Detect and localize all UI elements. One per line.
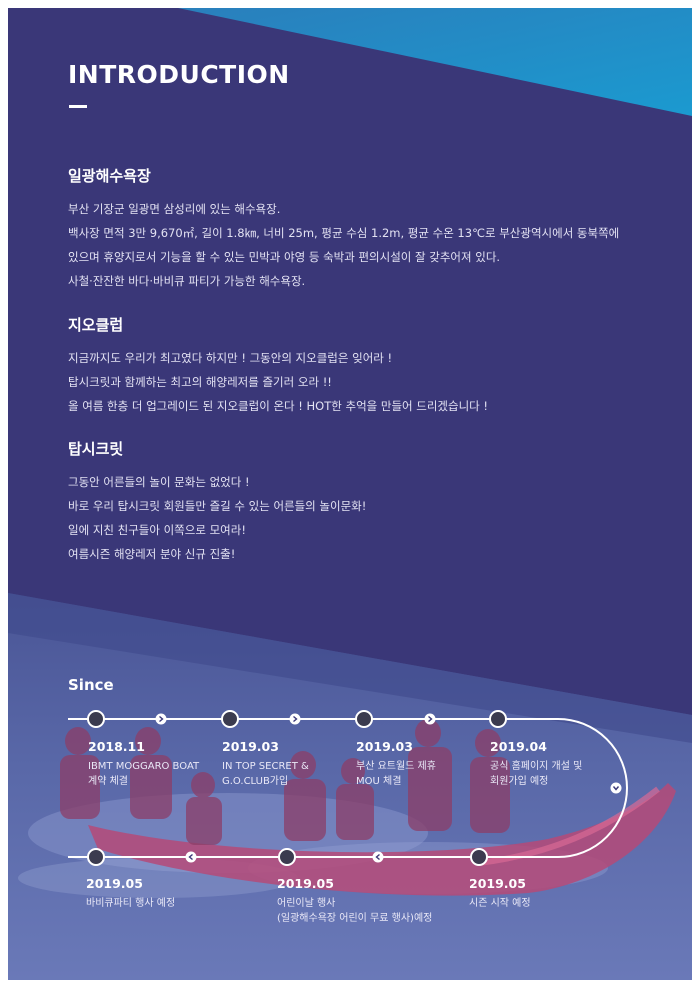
chevron-left-icon [185,851,197,863]
page-title: INTRODUCTION [68,60,290,89]
chevron-left-icon [372,851,384,863]
chevron-down-icon [610,782,622,794]
timeline-track [68,710,628,866]
event-date: 2019.05 [86,876,143,891]
timeline-event: 2019.05 시즌 시작 예정 [469,876,609,911]
timeline-label: Since [68,676,114,694]
timeline-event: 2019.05 바비큐파티 행사 예정 [86,876,226,911]
event-date: 2019.05 [469,876,526,891]
event-desc: IBMT MOGGARO BOAT [88,761,200,772]
event-desc: 공식 홈페이지 개설 및 [490,761,583,772]
section-line: 사철·잔잔한 바다·바비큐 파티가 가능한 해수욕장. [68,274,306,288]
timeline-dot [87,848,105,866]
section-line: 있으며 휴양지로서 기능을 할 수 있는 민박과 야영 등 숙박과 편의시설이 … [68,250,501,264]
timeline-dot [278,848,296,866]
section-line: 지금까지도 우리가 최고였다 하지만 ! 그동안의 지오클럽은 잊어라 ! [68,351,393,365]
event-desc: IN TOP SECRET & [222,761,309,772]
section-line: 올 여름 한층 더 업그레이드 된 지오클럽이 온다 ! HOT한 추억을 만들… [68,399,489,413]
timeline-event: 2018.11 IBMT MOGGARO BOAT 계약 체결 [88,739,228,789]
event-desc: 계약 체결 [88,776,128,787]
event-desc: G.O.CLUB가입 [222,776,289,787]
section-line: 백사장 면적 3만 9,670㎡, 길이 1.8㎞, 너비 25m, 평균 수심… [68,226,620,240]
section-line: 일에 지친 친구들아 이쪽으로 모여라! [68,523,246,537]
section-top-secret: 탑시크릿 그동안 어른들의 놀이 문화는 없었다 ! 바로 우리 탑시크릿 회원… [68,438,668,566]
timeline-dot [355,710,373,728]
event-date: 2019.03 [222,739,279,754]
chevron-right-icon [289,713,301,725]
event-desc: 부산 요트월드 제휴 [356,761,436,772]
timeline-dot [489,710,507,728]
section-heading: 지오클럽 [68,316,124,334]
event-desc: 어린이날 행사 [277,898,336,909]
event-desc: 바비큐파티 행사 예정 [86,898,176,909]
timeline-dot [87,710,105,728]
section-ilgwang-beach: 일광해수욕장 부산 기장군 일광면 삼성리에 있는 해수욕장. 백사장 면적 3… [68,165,668,293]
event-date: 2019.03 [356,739,413,754]
event-date: 2018.11 [88,739,145,754]
event-desc: (일광해수욕장 어린이 무료 행사)예정 [277,913,433,924]
timeline-event: 2019.03 부산 요트월드 제휴 MOU 체결 [356,739,496,789]
timeline-event: 2019.04 공식 홈페이지 개설 및 회원가입 예정 [490,739,630,789]
timeline-event: 2019.05 어린이날 행사 (일광해수욕장 어린이 무료 행사)예정 [277,876,477,926]
section-line: 그동안 어른들의 놀이 문화는 없었다 ! [68,475,250,489]
section-line: 바로 우리 탑시크릿 회원들만 즐길 수 있는 어른들의 놀이문화! [68,499,367,513]
introduction-page: INTRODUCTION 일광해수욕장 부산 기장군 일광면 삼성리에 있는 해… [8,8,692,980]
timeline-dot [221,710,239,728]
event-desc: 시즌 시작 예정 [469,898,531,909]
chevron-right-icon [424,713,436,725]
title-underline [69,105,87,108]
section-heading: 일광해수욕장 [68,167,151,185]
corner-accent [178,8,692,116]
section-line: 탑시크릿과 함께하는 최고의 해양레저를 즐기러 오라 !! [68,375,332,389]
event-desc: 회원가입 예정 [490,776,549,787]
timeline-event: 2019.03 IN TOP SECRET & G.O.CLUB가입 [222,739,362,789]
section-heading: 탑시크릿 [68,440,124,458]
banana-boat-photo [8,593,692,980]
section-line: 여름시즌 해양레저 분야 신규 진출! [68,547,236,561]
chevron-right-icon [155,713,167,725]
event-date: 2019.04 [490,739,547,754]
content-layer: INTRODUCTION 일광해수욕장 부산 기장군 일광면 삼성리에 있는 해… [8,8,692,980]
section-gio-club: 지오클럽 지금까지도 우리가 최고였다 하지만 ! 그동안의 지오클럽은 잊어라… [68,314,668,418]
section-line: 부산 기장군 일광면 삼성리에 있는 해수욕장. [68,202,281,216]
timeline-dot [470,848,488,866]
event-desc: MOU 체결 [356,776,402,787]
event-date: 2019.05 [277,876,334,891]
